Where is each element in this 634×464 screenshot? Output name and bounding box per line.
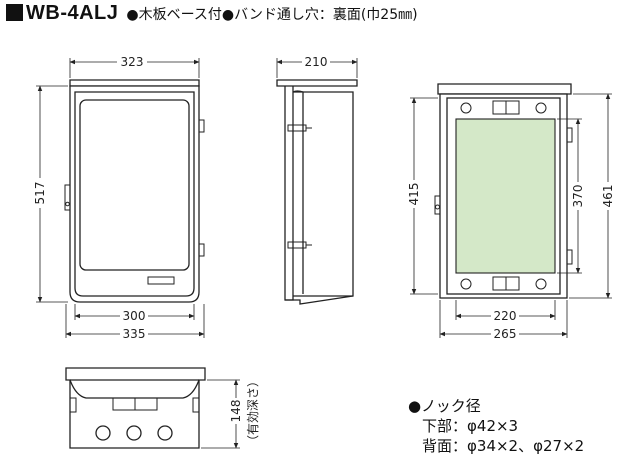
dim-side-depth: 210 xyxy=(305,55,328,69)
dim-front-height: 517 xyxy=(33,182,47,205)
dim-back-outer-width: 265 xyxy=(494,327,517,341)
dim-total-height: 461 xyxy=(601,185,615,208)
knockout-back: 背面：φ34×2、φ27×2 xyxy=(422,437,585,455)
knockout-hole-2 xyxy=(126,425,142,441)
dim-depth-note: （有効深さ） xyxy=(245,375,260,447)
title: WB-4ALJ ●木板ベース付●バンド通し穴：裏面(巾25㎜) xyxy=(6,2,630,28)
square-bullet-icon xyxy=(6,4,23,21)
knockout-hole-1 xyxy=(95,425,111,441)
dim-bottom-depth: 148 xyxy=(229,400,243,423)
front-view xyxy=(64,79,205,303)
knockout-lower: 下部：φ42×3 xyxy=(422,417,519,435)
knockout-hole-3 xyxy=(157,425,173,441)
dim-panel-height: 370 xyxy=(571,185,585,208)
model-name: WB-4ALJ xyxy=(26,2,119,24)
dim-back-height-outer: 415 xyxy=(407,183,421,206)
dim-outer-width: 335 xyxy=(123,327,146,341)
back-view xyxy=(434,83,573,299)
dim-inner-width: 300 xyxy=(123,309,146,323)
dim-top-width: 323 xyxy=(121,55,144,69)
base-board-panel xyxy=(455,118,556,274)
feature-text: ●木板ベース付●バンド通し穴：裏面(巾25㎜) xyxy=(126,7,418,23)
bottom-view xyxy=(65,367,206,449)
side-view xyxy=(276,79,358,305)
knockout-heading: ●ノック径 xyxy=(408,397,481,415)
dim-panel-width: 220 xyxy=(494,309,517,323)
knockout-notes: ●ノック径 下部：φ42×3 背面：φ34×2、φ27×2 xyxy=(408,396,634,456)
